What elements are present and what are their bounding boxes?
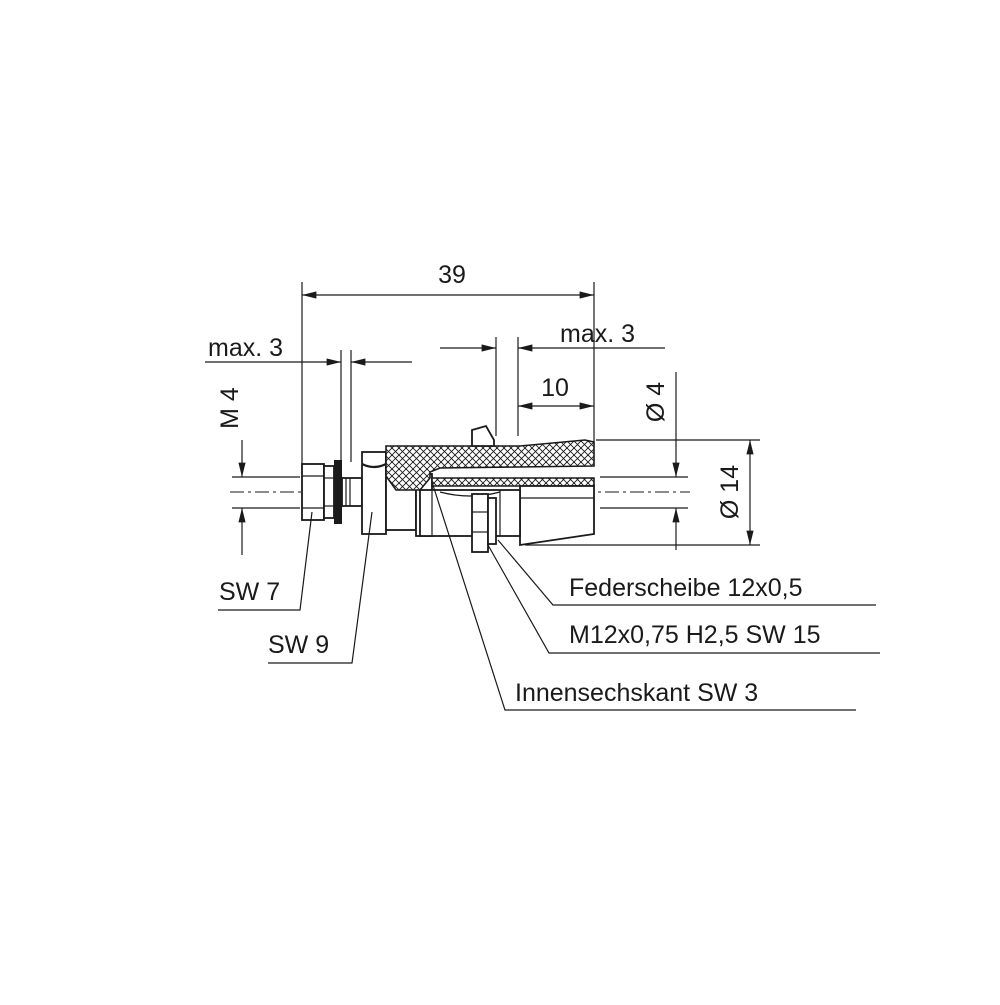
callout-federscheibe: Federscheibe 12x0,5 — [569, 574, 802, 602]
callout-sw7: SW 7 — [219, 578, 280, 606]
mounting-nut-sw15 — [419, 489, 521, 537]
leader-lines — [218, 481, 880, 711]
nut-sw7 — [301, 463, 335, 521]
dim-dia14-label: Ø 14 — [716, 465, 744, 519]
dimension-m4: M 4 — [216, 387, 300, 555]
threaded-stud — [341, 477, 363, 507]
dim-10-label: 10 — [541, 374, 569, 402]
contact-tulip — [519, 485, 595, 547]
dimension-overall-length: 39 — [301, 261, 595, 470]
dim-39-label: 39 — [438, 261, 466, 289]
dim-max3-right-label: max. 3 — [560, 320, 635, 348]
callout-sw9: SW 9 — [268, 631, 329, 659]
insulating-sleeve — [385, 439, 595, 491]
dim-dia4-label: Ø 4 — [642, 382, 670, 422]
dim-max3-left-label: max. 3 — [208, 334, 283, 362]
dim-m4-label: M 4 — [216, 387, 244, 429]
top-tab — [471, 424, 495, 447]
dimension-dia4: Ø 4 — [600, 372, 688, 550]
callout-thread: M12x0,75 H2,5 SW 15 — [569, 621, 821, 649]
spring-washer — [471, 493, 497, 553]
dimension-max3-right: max. 3 — [440, 320, 665, 436]
dimension-10: 10 — [518, 374, 594, 410]
dimension-max3-left: max. 3 — [205, 334, 412, 462]
dimension-dia14: Ø 14 — [525, 439, 760, 546]
callout-innensechskant: Innensechskant SW 3 — [515, 679, 758, 707]
lock-washer — [334, 460, 342, 524]
